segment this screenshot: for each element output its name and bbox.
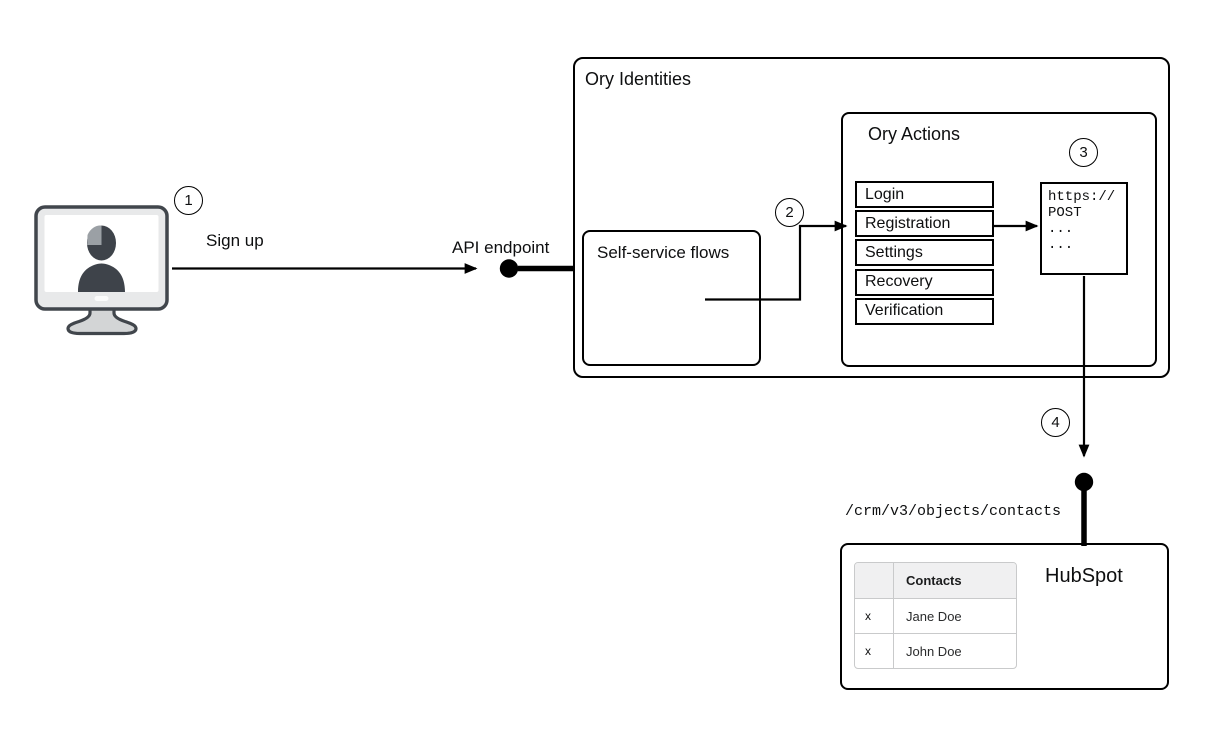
row-check: x (855, 599, 894, 633)
client-device-icon (34, 205, 169, 336)
flow-row-verification: Verification (855, 297, 994, 325)
row-check: x (855, 634, 894, 668)
signup-label: Sign up (206, 231, 264, 250)
hubspot-endpoint-dot (1074, 472, 1094, 492)
monitor-button (94, 296, 109, 301)
webhook-request-box: https:// POST ... ... (1040, 182, 1128, 275)
monitor-stand (66, 306, 138, 336)
api-endpoint-dot (499, 259, 519, 278)
code-line: POST (1048, 205, 1082, 221)
hubspot-title: HubSpot (1045, 565, 1123, 587)
row-name: Jane Doe (906, 608, 962, 624)
ory-actions-title: Ory Actions (868, 124, 961, 144)
table-row: x John Doe (855, 633, 1016, 668)
flow-row-recovery: Recovery (855, 268, 994, 296)
contacts-table-header: Contacts (855, 563, 1016, 598)
step-badge-3: 3 (1069, 138, 1098, 167)
contacts-table: Contacts x Jane Doe x John Doe (854, 562, 1017, 669)
hubspot-endpoint-label: /crm/v3/objects/contacts (845, 503, 1062, 520)
flow-row-settings: Settings (855, 239, 994, 267)
step-badge-4: 4 (1041, 408, 1070, 437)
row-name: John Doe (906, 643, 962, 659)
api-endpoint-label: API endpoint (452, 238, 550, 257)
user-silhouette-icon (78, 225, 125, 292)
code-line: https:// (1048, 189, 1116, 205)
table-row: x Jane Doe (855, 598, 1016, 633)
code-line: ... (1048, 237, 1074, 253)
code-line: ... (1048, 221, 1074, 237)
self-service-flows-box: Self-service flows (582, 230, 761, 366)
self-service-flows-title: Self-service flows (597, 243, 730, 262)
flow-row-login: Login (855, 181, 994, 208)
ory-identities-title: Ory Identities (585, 69, 692, 89)
flow-row-registration: Registration (855, 210, 994, 238)
contacts-header-label: Contacts (906, 573, 962, 588)
step-badge-2: 2 (775, 198, 804, 227)
contacts-header-check-cell (855, 563, 894, 598)
step-badge-1: 1 (174, 186, 203, 215)
flow-list: Login Registration Settings Recovery Ver… (855, 181, 994, 325)
hubspot-box: HubSpot Contacts x Jane Doe x John Doe (840, 543, 1169, 690)
